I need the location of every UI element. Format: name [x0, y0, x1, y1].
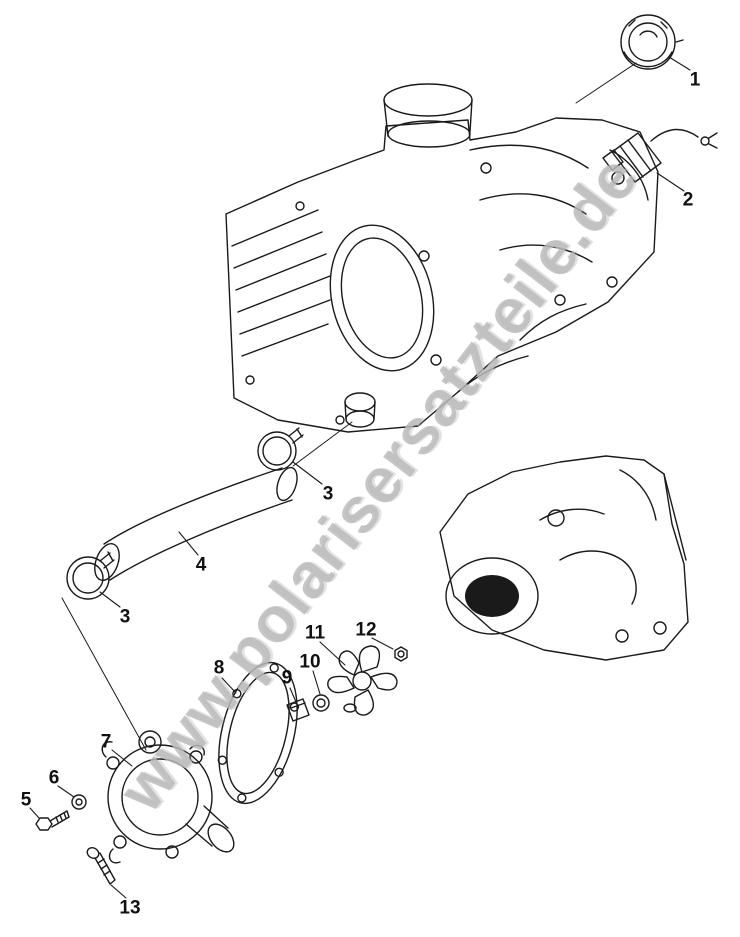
hose-clamp-upper — [257, 427, 304, 471]
callout-1: 1 — [689, 69, 701, 91]
leader-lines — [29, 56, 691, 899]
cap-axis-line — [575, 62, 637, 104]
callout-10: 10 — [299, 651, 321, 673]
callout-5: 5 — [20, 789, 32, 811]
bolt-washer — [71, 794, 87, 810]
impeller-nut — [394, 646, 408, 662]
flange-bolt — [35, 810, 70, 831]
callout-6: 6 — [48, 767, 60, 789]
pump-gasket — [217, 661, 300, 805]
callout-7: 7 — [100, 731, 112, 753]
hose-clamp-lower — [66, 551, 115, 600]
callout-13: 13 — [119, 897, 141, 919]
water-pump-housing — [101, 730, 235, 864]
callout-3-upper: 3 — [322, 483, 334, 505]
callout-4: 4 — [195, 554, 207, 576]
callout-9: 9 — [281, 667, 293, 689]
coolant-hose — [94, 466, 298, 581]
housing-screw — [86, 847, 116, 885]
cylinder-head-assembly — [225, 83, 659, 433]
temperature-sensor — [602, 128, 718, 183]
mechanical-seal — [286, 698, 310, 722]
callout-12: 12 — [355, 619, 377, 641]
callout-11: 11 — [304, 622, 326, 644]
impeller-washer — [312, 694, 330, 712]
callout-2: 2 — [682, 189, 694, 211]
callout-3-lower: 3 — [119, 606, 131, 628]
clamp-axis-line — [61, 597, 147, 751]
crankcase-section — [439, 455, 689, 661]
hose-axis-line — [292, 421, 353, 467]
impeller — [327, 645, 398, 716]
callout-8: 8 — [213, 657, 225, 679]
pressure-cap — [620, 14, 684, 70]
